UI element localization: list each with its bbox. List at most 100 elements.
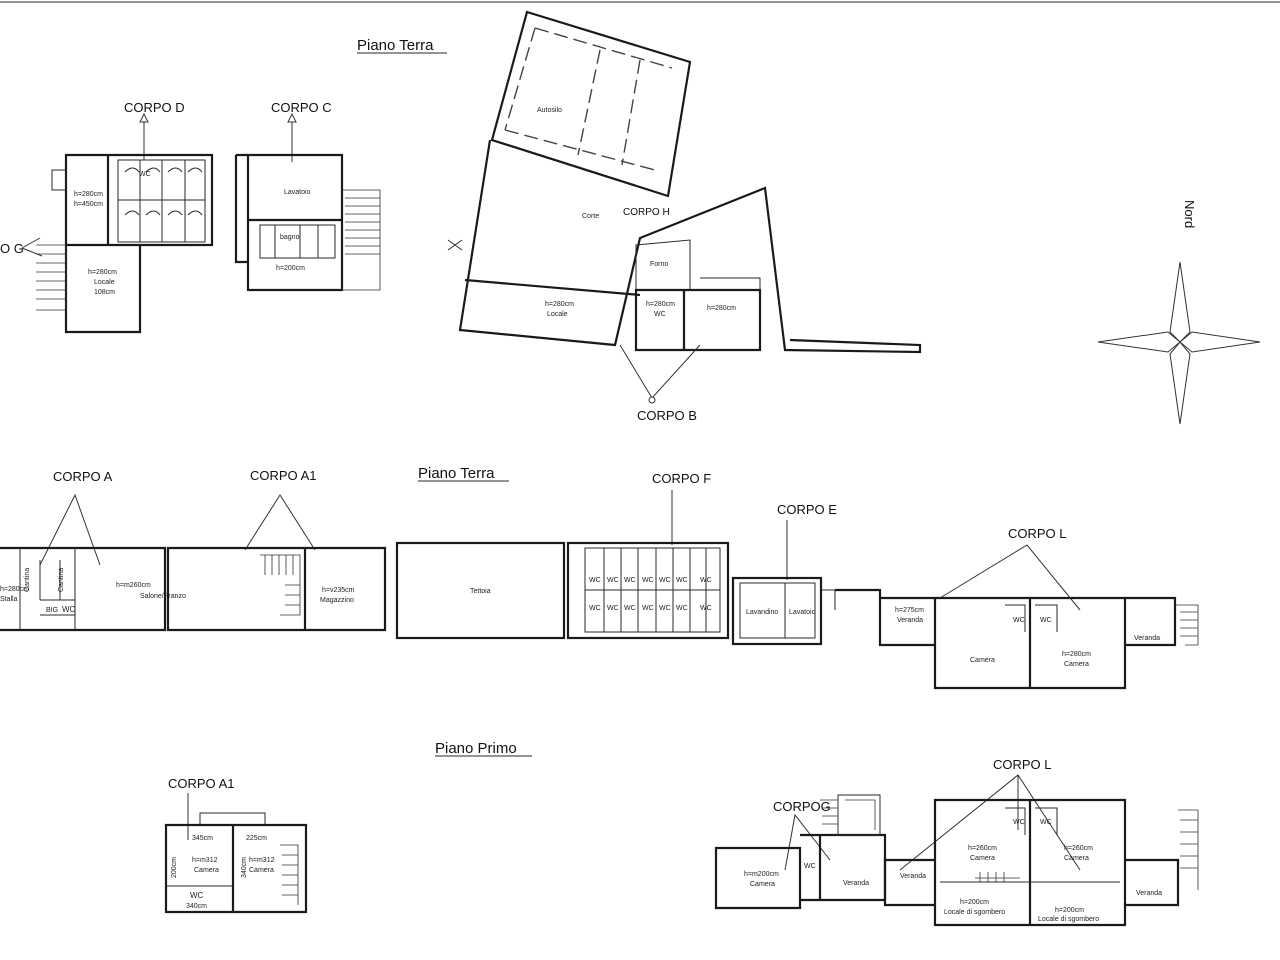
leader-corpo-g (21, 237, 43, 257)
room-d1-height-b: h=450cm (74, 201, 103, 208)
primo-l-camera1-h: h=260cm (968, 845, 997, 852)
corpo-f-plan (566, 541, 730, 640)
primo-l-wc-1: WC (1013, 819, 1025, 826)
f-wc-12: WC (659, 605, 671, 612)
room-b-wc-h: h=280cm (646, 301, 675, 308)
primo-l-wc-2: WC (1040, 819, 1052, 826)
label-corpo-f: CORPO F (652, 471, 711, 486)
f-wc-4: WC (642, 577, 654, 584)
arrow-corpo-d (139, 112, 149, 123)
f-wc-10: WC (624, 605, 636, 612)
room-d-lower-locale: Locale (94, 279, 115, 286)
f-wc-5: WC (659, 577, 671, 584)
primo-a1-wc: WC (190, 891, 204, 900)
primo-g-camera-h: h=m200cm (744, 871, 779, 878)
room-corte: Corte (582, 213, 599, 220)
room-c-lavatoio: Lavatoio (284, 189, 311, 196)
primo-a1-width-2: 225cm (246, 835, 267, 842)
label-corpo-d: CORPO D (124, 100, 185, 115)
room-b-locale-h: h=280cm (545, 301, 574, 308)
corpo-e-plan (731, 576, 836, 646)
room-d1-height: h=280cm (74, 191, 103, 198)
room-b-wc: WC (654, 311, 666, 318)
room-l-camera2-h: h=280cm (1062, 651, 1091, 658)
room-a-left-h: h=280cm (0, 586, 29, 593)
label-corpo-c: CORPO C (271, 100, 332, 115)
room-d-lower-h: h=280cm (88, 269, 117, 276)
primo-g-wc: WC (804, 863, 816, 870)
room-e-lavandino: Lavandino (746, 609, 778, 616)
f-wc-1: WC (589, 577, 601, 584)
f-wc-7: WC (700, 577, 712, 584)
room-tettoia: Tettoia (470, 588, 491, 595)
room-l-camera: Camera (970, 657, 995, 664)
north-compass-icon (1097, 261, 1261, 425)
room-b-locale: Locale (547, 311, 568, 318)
north-label: Nord (1182, 200, 1197, 228)
room-a-stalla: Stalla (0, 596, 18, 603)
tettoia-plan (395, 541, 566, 640)
room-a-salone: Salone/Pranzo (140, 593, 186, 600)
room-l-veranda: Veranda (897, 617, 923, 624)
corpo-a-plan (0, 546, 387, 632)
room-l-wc-2: WC (1040, 617, 1052, 624)
room-l-veranda2: Veranda (1134, 635, 1160, 642)
primo-l-veranda-1: Veranda (900, 873, 926, 880)
room-l-camera2: Camera (1064, 661, 1089, 668)
f-wc-2: WC (607, 577, 619, 584)
room-autosilo: Autosilo (537, 107, 562, 114)
primo-a1-camera2-h: h=m312 (249, 857, 275, 864)
primo-a1-camera1: Camera (194, 867, 219, 874)
room-a1-magazzino: Magazzino (320, 597, 354, 604)
heading-piano-terra-top: Piano Terra (357, 37, 434, 54)
primo-g-camera: Camera (750, 881, 775, 888)
heading-piano-primo: Piano Primo (435, 740, 517, 757)
label-corpo-h: CORPO H (623, 207, 670, 218)
label-corpo-a1: CORPO A1 (250, 468, 316, 483)
label-corpo-g: O G (0, 241, 24, 256)
corpo-c-plan (234, 153, 381, 292)
f-wc-9: WC (607, 605, 619, 612)
room-d-lower-dim: 108cm (94, 289, 115, 296)
primo-l-veranda-2: Veranda (1136, 890, 1162, 897)
f-wc-13: WC (676, 605, 688, 612)
primo-a1-camera2: Camera (249, 867, 274, 874)
corpo-l-primo-plan (883, 798, 1199, 927)
room-c-height: h=200cm (276, 265, 305, 272)
primo-l-camera1: Camera (970, 855, 995, 862)
room-a1-h: h=v235cm (322, 587, 355, 594)
f-wc-11: WC (642, 605, 654, 612)
primo-l-locale1: Locale di sgombero (944, 909, 1005, 916)
primo-l-locale2-h: h=200cm (1055, 907, 1084, 914)
label-corpo-a1-primo: CORPO A1 (168, 776, 234, 791)
room-e-lavatoio: Lavatoio (789, 609, 816, 616)
room-forno: Forno (650, 261, 668, 268)
label-corpo-b: CORPO B (637, 408, 697, 423)
primo-a1-dim-3: 340cm (241, 857, 248, 878)
label-corpo-g-primo: CORPOG (773, 799, 831, 814)
primo-l-locale1-h: h=200cm (960, 899, 989, 906)
heading-piano-terra-mid: Piano Terra (418, 465, 495, 482)
leader-corpo-a (39, 493, 101, 566)
leader-corpo-b-dot (648, 396, 656, 404)
primo-a1-camera1-h: h=m312 (192, 857, 218, 864)
label-corpo-e: CORPO E (777, 502, 837, 517)
room-l-wc-1: WC (1013, 617, 1025, 624)
room-a-cantina-1: Cantina (24, 568, 31, 592)
label-corpo-l: CORPO L (1008, 526, 1067, 541)
room-b-right: h=280cm (707, 305, 736, 312)
primo-g-veranda: Veranda (843, 880, 869, 887)
corpo-l-plan (835, 588, 1199, 690)
label-corpo-l-primo: CORPO L (993, 757, 1052, 772)
primo-l-camera2-h: h=260cm (1064, 845, 1093, 852)
room-a-wc: WC (62, 605, 76, 614)
primo-a1-dim-2: 200cm (171, 857, 178, 878)
room-a-cantina-2: Cantina (58, 568, 65, 592)
room-l-veranda-h: h=275cm (895, 607, 924, 614)
corpo-d-plan (36, 153, 214, 334)
arrow-corpo-c (287, 112, 297, 123)
leader-corpo-b (619, 344, 701, 399)
f-wc-8: WC (589, 605, 601, 612)
room-a-salone-h: h=m260cm (116, 582, 151, 589)
leader-corpo-g-primo (784, 813, 831, 871)
